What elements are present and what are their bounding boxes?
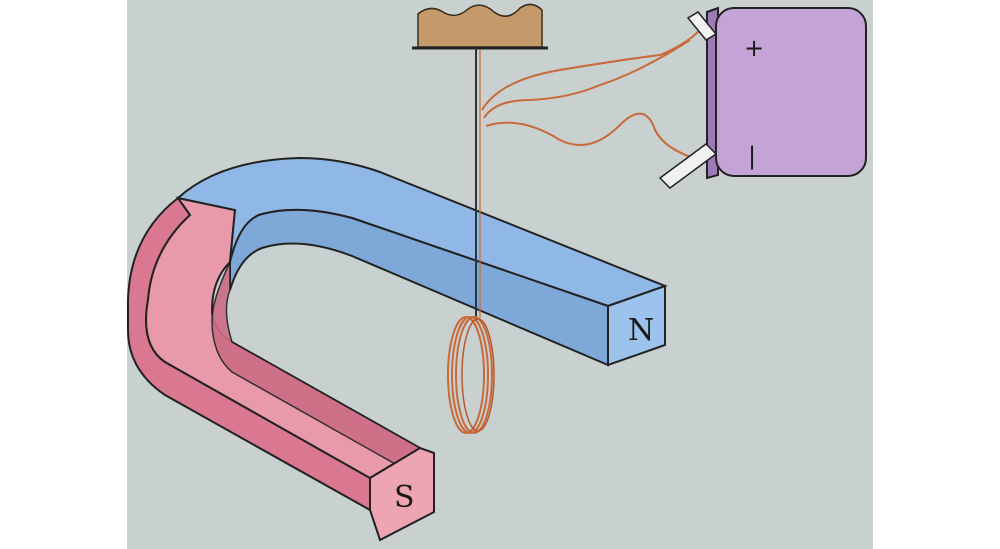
negative-terminal <box>658 143 718 189</box>
battery: + | <box>658 6 867 189</box>
magnet-north-end <box>607 284 666 367</box>
ceiling-support <box>412 3 548 50</box>
suspended-coil <box>447 48 495 434</box>
north-pole-label: N <box>628 313 654 348</box>
plus-label: + <box>744 34 764 62</box>
positive-terminal <box>686 11 718 41</box>
south-pole-label: S <box>394 480 415 515</box>
connecting-wires <box>481 29 701 161</box>
magnet-south-end <box>369 446 435 542</box>
horseshoe-magnet: N S <box>127 156 668 542</box>
minus-label: | <box>748 142 756 170</box>
